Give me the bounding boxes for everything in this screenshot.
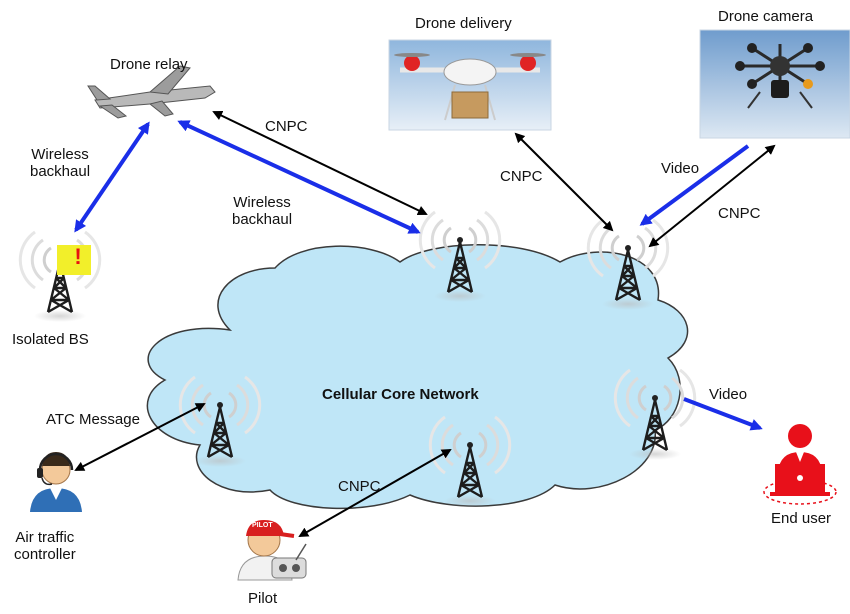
end-user-icon [763,424,837,505]
cloud-label: Cellular Core Network [322,386,479,403]
relay-backhaul-line1: Wireless [233,194,291,211]
pilot-cnpc-arrow [298,449,452,537]
alert-symbol: ! [74,244,82,269]
atc-message-arrow [74,403,206,471]
isolated-backhaul-label: Wireless backhaul [30,146,90,181]
pilot-cnpc-label: CNPC [338,478,381,495]
atc-label-line1: Air traffic [15,529,75,546]
pilot-cap-text: PILOT [252,522,273,529]
relay-cnpc-arrow [212,110,428,216]
pilot-icon [237,520,307,581]
drone-relay-label: Drone relay [110,56,188,73]
delivery-cnpc-label: CNPC [500,168,543,185]
atc-label: Air traffic controller [14,529,76,564]
isolated-bs-label: Isolated BS [12,331,89,348]
delivery-cnpc-arrow [514,132,614,232]
end-user-video-arrow [683,397,763,431]
isolated-backhaul-arrow [74,121,150,233]
isolated-backhaul-line2: backhaul [30,163,91,181]
camera-cnpc-arrow [648,144,776,248]
alert-icon [57,245,91,275]
drone-camera-photo [699,29,850,139]
drone-relay-plane-icon [87,65,216,119]
end-user-label: End user [771,510,832,527]
end-user-video-label: Video [709,386,748,403]
relay-backhaul-arrow [177,120,421,234]
relay-cnpc-label: CNPC [265,118,308,135]
atc-message-label: ATC Message [46,411,140,428]
pilot-label: Pilot [248,590,278,607]
relay-backhaul-line2: backhaul [232,211,293,229]
drone-delivery-photo [388,39,552,131]
relay-backhaul-label: Wireless backhaul [232,194,292,229]
drone-camera-label: Drone camera [718,8,814,25]
atc-label-line2: controller [14,546,76,564]
camera-cnpc-label: CNPC [718,205,761,222]
isolated-backhaul-line1: Wireless [31,146,89,163]
camera-video-label: Video [661,160,700,177]
air-traffic-controller-icon [30,452,82,512]
drone-delivery-label: Drone delivery [415,15,512,32]
